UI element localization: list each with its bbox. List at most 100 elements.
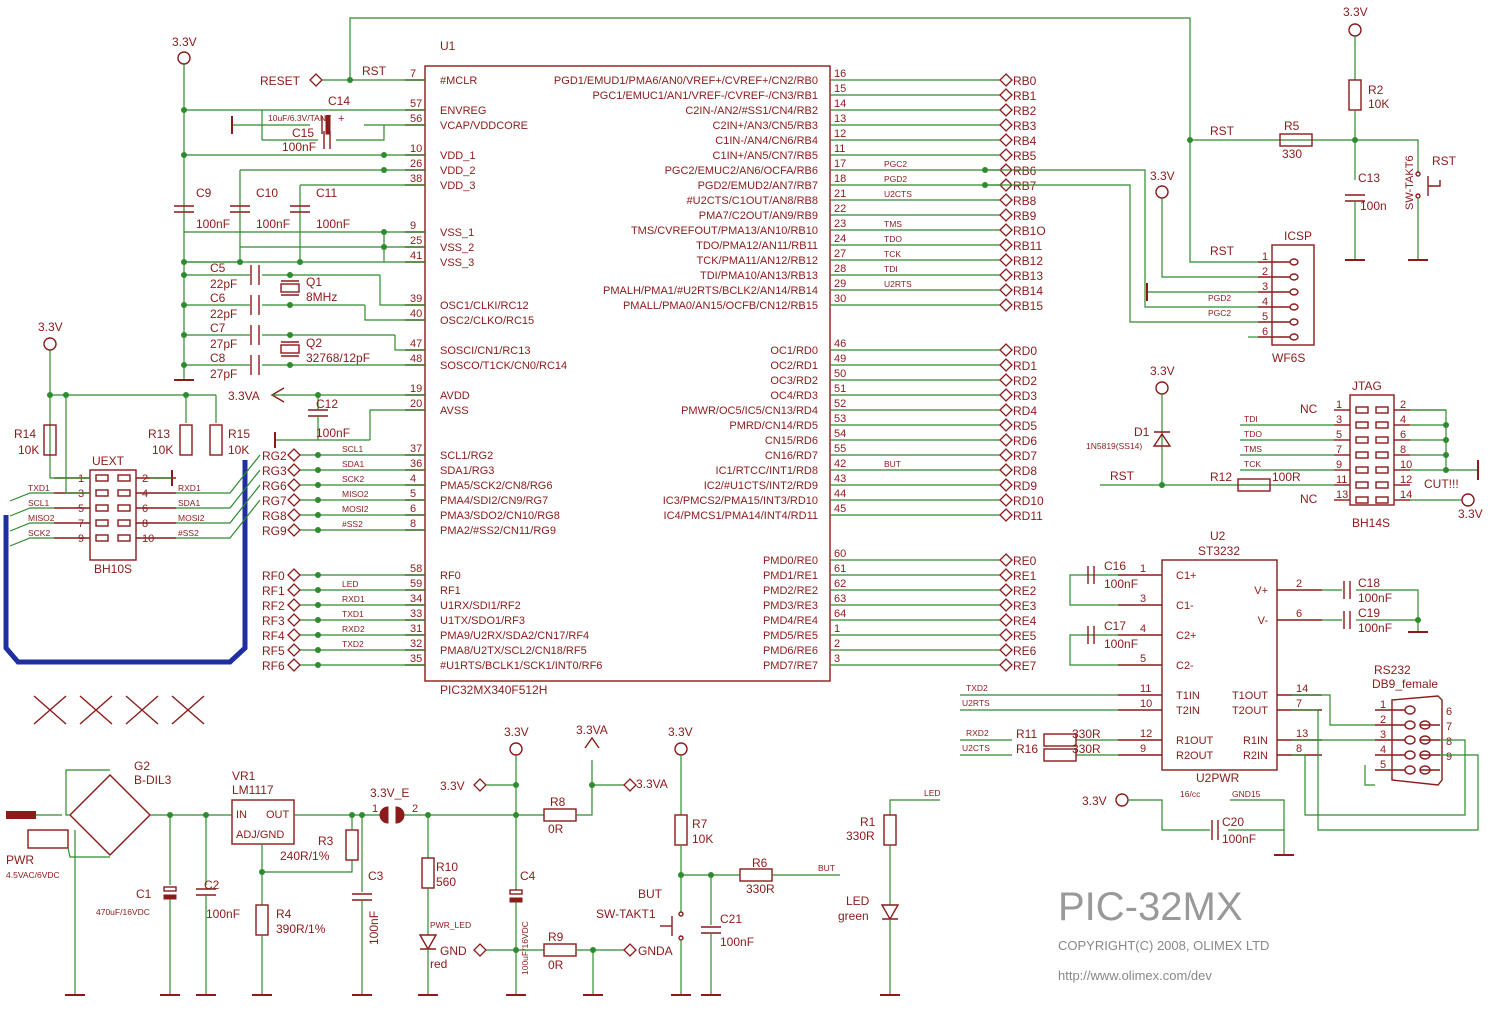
db9-pin-num: 3: [1380, 729, 1386, 741]
port-label: RD8: [1013, 464, 1037, 478]
q2-crystal: [280, 344, 300, 354]
r9-ref: R9: [548, 930, 564, 944]
port-label: RB5: [1013, 149, 1037, 163]
d1-3v3-symbol: [1155, 381, 1169, 395]
jtag-tdi: TDI: [1244, 414, 1258, 424]
g2-ref: G2: [134, 759, 150, 773]
mcu-pin-num: 61: [834, 563, 846, 575]
junction: [315, 587, 321, 593]
mcu-pin-name: ENVREG: [440, 105, 486, 117]
net-label: SCL1: [342, 444, 364, 454]
mcu-port-re3: [999, 598, 1013, 612]
mcu-pin-num: 25: [410, 235, 422, 247]
net-label: MISO2: [342, 489, 369, 499]
jtag-pin-left: [1355, 451, 1369, 459]
c10-ref: C10: [256, 186, 278, 200]
mcu-pin-num: 22: [834, 203, 846, 215]
mcu-pin-num: 14: [834, 98, 846, 110]
left-port-rf6: [287, 658, 301, 672]
oscillator-section: C5 22pF C6 22pF C7 27pF C8 27pF Q1 8MHz …: [174, 261, 425, 381]
c6-val: 22pF: [210, 307, 237, 321]
uext-wire: [9, 492, 54, 502]
copyright: COPYRIGHT(C) 2008, OLIMEX LTD: [1058, 938, 1269, 953]
uext-pin-num: 2: [142, 473, 148, 485]
mcu-pin-name: PGD1/EMUD1/PMA6/AN0/VREF+/CVREF+/CN2/RB0: [554, 75, 818, 87]
jtag-part: BH14S: [1352, 516, 1390, 530]
uext-net: TXD1: [28, 483, 50, 493]
db9-pin-num: 2: [1380, 714, 1386, 726]
jtag-pin-num: 7: [1336, 444, 1342, 456]
mcu-port-rb12: [999, 253, 1013, 267]
db9-part: DB9_female: [1372, 677, 1438, 691]
mcu-port-rb13: [999, 268, 1013, 282]
but-3v3-label: 3.3V: [668, 725, 693, 739]
jtag-pin-num: 5: [1336, 429, 1342, 441]
sw-but-ref: SW-TAKT1: [596, 907, 656, 921]
c14-val: 10uF/6.3V/TANT: [268, 113, 331, 123]
jtag-pin-left: [1355, 496, 1369, 504]
mcu-pin-name: VDD_1: [440, 150, 475, 162]
mcu-pin-name: PMA7/C2OUT/AN9/RB9: [699, 210, 818, 222]
net-label: #SS2: [342, 519, 363, 529]
r15-ref: R15: [228, 427, 250, 441]
port-label: RB8: [1013, 194, 1037, 208]
c10-val: 100nF: [256, 217, 290, 231]
mcu-pin-num: 3: [834, 653, 840, 665]
jtag-pin-num: 11: [1336, 474, 1347, 486]
junction: [315, 467, 321, 473]
mcu-port-re2: [999, 583, 1013, 597]
mcu-pin-num: 5: [410, 488, 416, 500]
jtag-pin-num: 4: [1400, 414, 1406, 426]
r10-val: 560: [436, 875, 456, 889]
jtag-pin-num: 8: [1400, 444, 1406, 456]
vr1-out: OUT: [266, 809, 290, 821]
avdd-port-label: 3.3VA: [636, 777, 668, 791]
mcu-pin-num: 35: [410, 653, 422, 665]
jtag-tck: TCK: [1244, 459, 1261, 469]
q2-ref: Q2: [306, 336, 322, 350]
mcu-pin-num: 18: [834, 173, 846, 185]
r2-ref: R2: [1368, 83, 1384, 97]
uext-pin-left: [95, 474, 109, 482]
db9-ref: RS232: [1374, 663, 1411, 677]
u2-pin-name: C1+: [1176, 570, 1197, 582]
mcu-port-rd9: [999, 478, 1013, 492]
mcu-pin-name: TDO/PMA12/AN11/RB11: [696, 240, 818, 252]
mcu-pin-name: PMD4/RE4: [763, 615, 818, 627]
port-label: RD7: [1013, 449, 1037, 463]
port-label: RG7: [262, 494, 287, 508]
mcu-pin-num: 54: [834, 428, 846, 440]
r13-val: 10K: [152, 443, 173, 457]
port-label: RB11: [1013, 239, 1042, 253]
jtag-ref: JTAG: [1352, 379, 1382, 393]
mcu-pin-name: OC2/RD1: [770, 360, 818, 372]
avdd-label: 3.3VA: [228, 389, 260, 403]
r15-val: 10K: [228, 443, 249, 457]
u2-pin-num: 13: [1296, 728, 1308, 740]
left-port-rg7: [287, 493, 301, 507]
c19-ref: C19: [1358, 606, 1380, 620]
net-label: SCK2: [342, 474, 364, 484]
q2-val: 32768/12pF: [306, 351, 370, 365]
u2-pin-name: C2-: [1176, 660, 1194, 672]
mcu-pin-name: VDD_3: [440, 180, 475, 192]
u2-gnd-pin: GND15: [1232, 789, 1261, 799]
c15-val: 100nF: [282, 140, 316, 154]
icsp-pin-num: 6: [1262, 326, 1268, 338]
u2-pin-num: 14: [1296, 683, 1308, 695]
net-label: TXD1: [342, 609, 364, 619]
mcu-pin-name: #U2CTS/C1OUT/AN8/RB8: [687, 195, 818, 207]
c1-ref: C1: [136, 887, 152, 901]
mcu-pin-name: PMD0/RE0: [763, 555, 818, 567]
mcu-pin-name: OSC1/CLKI/RC12: [440, 300, 529, 312]
r10-ref: R10: [436, 860, 458, 874]
mcu-pin-name: #MCLR: [440, 75, 477, 87]
r6-ref: R6: [752, 856, 768, 870]
port-label: RF4: [262, 629, 285, 643]
mcu-pin-num: 26: [410, 158, 422, 170]
mcu-pin-num: 12: [834, 128, 846, 140]
power-3v3-label: 3.3V: [172, 35, 197, 49]
net-label: TXD2: [342, 639, 364, 649]
